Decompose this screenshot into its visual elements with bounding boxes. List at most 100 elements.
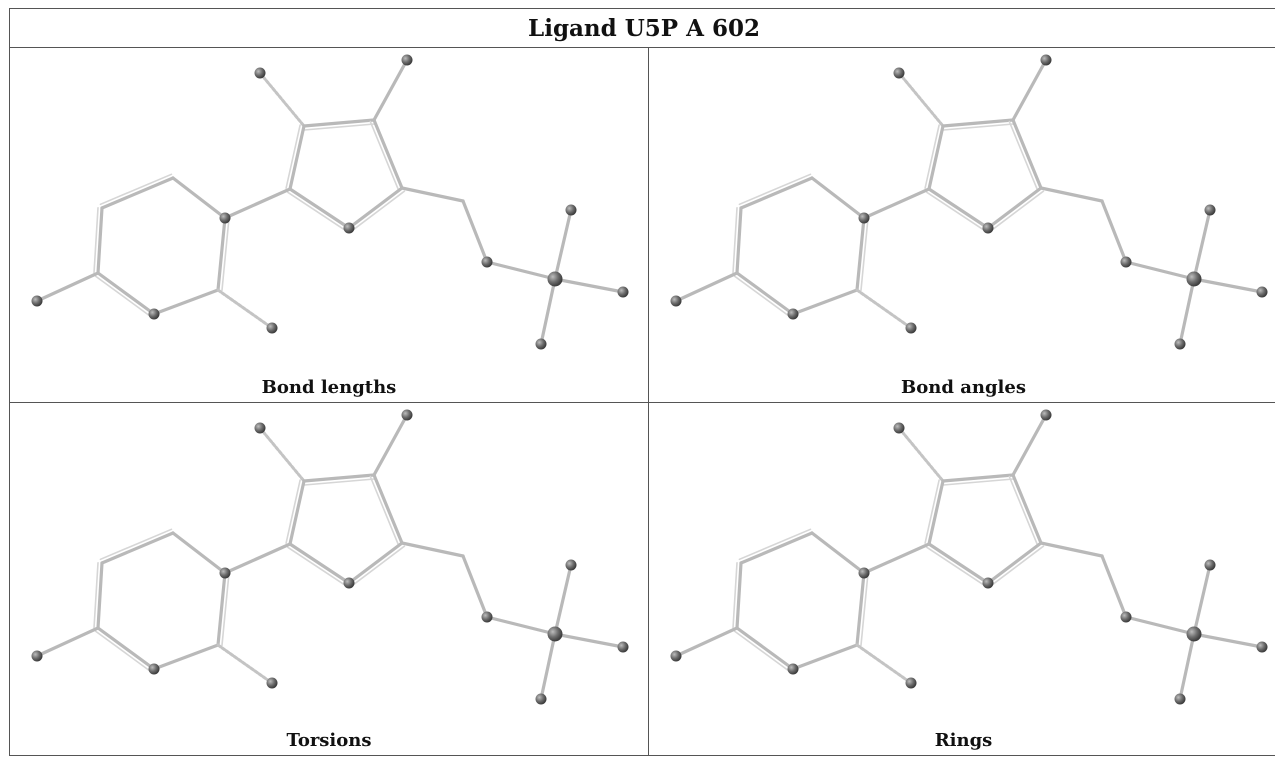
panel-bond-lengths: Bond lengths — [9, 48, 648, 403]
bond-line — [258, 426, 306, 483]
bond-line — [1011, 413, 1048, 477]
atom-sphere — [254, 67, 266, 79]
panel-rings: Rings — [648, 403, 1275, 756]
bond-line — [1124, 260, 1196, 281]
atom-sphere — [858, 212, 870, 224]
panel-caption: Rings — [934, 730, 993, 751]
bond-line — [986, 541, 1043, 585]
bond-line — [897, 71, 945, 128]
bond-shadow — [350, 545, 406, 587]
bond-line — [400, 541, 465, 558]
bond-line — [400, 186, 465, 203]
atom-sphere — [31, 650, 43, 662]
atom-sphere — [148, 308, 160, 320]
bond-line — [941, 118, 1015, 128]
bond-shadow — [924, 479, 940, 544]
bond-line — [927, 124, 945, 191]
bond-shadow — [350, 190, 406, 232]
bond-shadow — [99, 173, 173, 206]
bond-line — [1192, 632, 1264, 649]
bond-line — [791, 288, 859, 316]
bond-shadow — [221, 572, 230, 647]
bond-shadow — [369, 475, 400, 546]
bond-line — [100, 176, 175, 210]
bond-line — [100, 531, 175, 565]
atom-sphere — [219, 212, 231, 224]
bond-shadow — [924, 124, 940, 189]
bond-shadow — [369, 120, 400, 191]
bond-line — [1192, 277, 1264, 294]
bond-line — [302, 118, 376, 128]
atom-sphere — [1120, 611, 1132, 623]
bond-line — [171, 531, 227, 575]
bond-line — [862, 542, 931, 575]
atom-sphere — [148, 663, 160, 675]
atom-sphere — [1204, 559, 1216, 571]
bond-shadow — [286, 546, 348, 588]
bond-line — [553, 277, 625, 294]
panel-torsions: Torsions — [9, 403, 648, 756]
bond-line — [288, 187, 351, 230]
atom-sphere — [481, 611, 493, 623]
atom-sphere — [617, 286, 629, 298]
bond-line — [539, 277, 557, 346]
atom-sphere — [1174, 693, 1186, 705]
bond-shadow — [732, 561, 738, 629]
atom-sphere — [343, 222, 355, 234]
atom-sphere — [1174, 338, 1186, 350]
atom-sphere — [266, 677, 278, 689]
bond-line — [1011, 118, 1043, 190]
atom-sphere — [1040, 409, 1052, 421]
bond-shadow — [732, 206, 738, 274]
bond-shadow — [303, 478, 376, 486]
bond-shadow — [94, 630, 153, 674]
bond-line — [674, 271, 739, 303]
bond-line — [485, 615, 557, 636]
atom-sphere — [787, 663, 799, 675]
bond-shadow — [285, 124, 301, 189]
atom-sphere — [617, 641, 629, 653]
bond-line — [855, 643, 913, 685]
atom-sphere — [535, 338, 547, 350]
atom-sphere — [1186, 271, 1202, 287]
bond-line — [855, 216, 866, 292]
bond-line — [1100, 554, 1128, 619]
bond-line — [216, 288, 274, 330]
bond-line — [216, 643, 274, 685]
bond-line — [258, 71, 306, 128]
atom-sphere — [1256, 286, 1268, 298]
bond-shadow — [99, 528, 173, 561]
bond-line — [941, 473, 1015, 483]
bond-line — [347, 541, 404, 585]
molecule-diagram — [31, 409, 629, 705]
bond-line — [485, 260, 557, 281]
bond-line — [862, 187, 931, 220]
atom-sphere — [547, 271, 563, 287]
bond-shadow — [1008, 475, 1039, 546]
bond-shadow — [221, 217, 230, 292]
bond-line — [1039, 186, 1104, 203]
bond-line — [372, 473, 404, 545]
bond-line — [553, 208, 573, 281]
bond-shadow — [942, 478, 1015, 486]
atom-sphere — [1040, 54, 1052, 66]
bond-line — [96, 561, 104, 630]
panel-caption: Bond angles — [901, 377, 1026, 398]
bond-line — [288, 124, 306, 191]
bond-line — [1192, 208, 1212, 281]
atom-sphere — [858, 567, 870, 579]
figure-title: Ligand U5P A 602 — [9, 8, 1275, 48]
molecule-diagram — [670, 54, 1268, 350]
bond-line — [152, 288, 220, 316]
bond-shadow — [989, 190, 1045, 232]
atom-sphere — [905, 677, 917, 689]
bond-line — [927, 187, 990, 230]
bond-line — [855, 288, 913, 330]
bond-line — [897, 426, 945, 483]
atom-sphere — [343, 577, 355, 589]
bond-line — [171, 176, 227, 220]
bond-line — [223, 542, 292, 575]
bond-line — [735, 626, 795, 671]
molecule-diagram — [31, 54, 629, 350]
atom-sphere — [670, 295, 682, 307]
